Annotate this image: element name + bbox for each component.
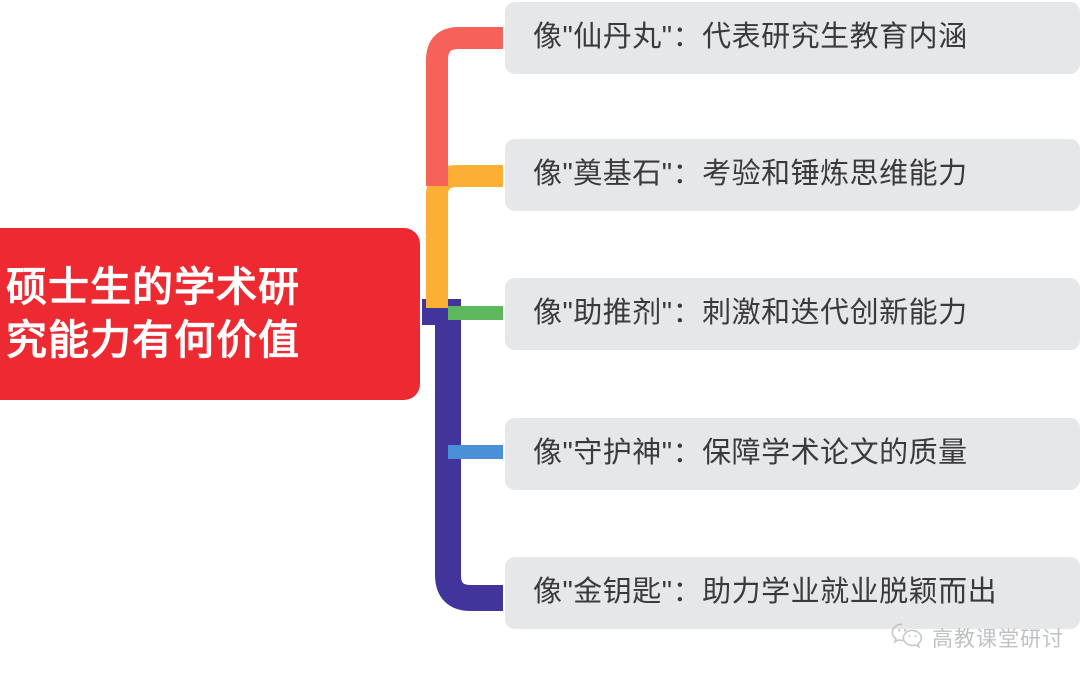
wechat-icon <box>890 622 924 653</box>
root-node-label: 硕士生的学术研 究能力有何价值 <box>6 263 300 363</box>
branch-node-2-label: 像"奠基石"：考验和锤炼思维能力 <box>533 158 968 191</box>
branch-node-5-label: 像"金钥匙"：助力学业就业脱颖而出 <box>533 576 998 609</box>
branch-node-2[interactable]: 像"奠基石"：考验和锤炼思维能力 <box>505 139 1080 211</box>
branch-node-1-label: 像"仙丹丸"：代表研究生教育内涵 <box>533 21 968 54</box>
root-node[interactable]: 硕士生的学术研 究能力有何价值 <box>0 228 420 400</box>
watermark-label: 高教课堂研讨 <box>932 627 1064 651</box>
branch-node-3[interactable]: 像"助推剂"：刺激和迭代创新能力 <box>505 278 1080 350</box>
watermark: 高教课堂研讨 <box>890 622 1064 653</box>
branch-node-3-label: 像"助推剂"：刺激和迭代创新能力 <box>533 297 968 330</box>
branch-node-1[interactable]: 像"仙丹丸"：代表研究生教育内涵 <box>505 2 1080 74</box>
branch-node-4[interactable]: 像"守护神"：保障学术论文的质量 <box>505 418 1080 490</box>
branch-node-5[interactable]: 像"金钥匙"：助力学业就业脱颖而出 <box>505 557 1080 629</box>
branch-node-4-label: 像"守护神"：保障学术论文的质量 <box>533 437 968 470</box>
connector-branch-5 <box>422 299 503 611</box>
connector-branch-1 <box>426 27 503 186</box>
connector-branch-2 <box>426 165 503 308</box>
